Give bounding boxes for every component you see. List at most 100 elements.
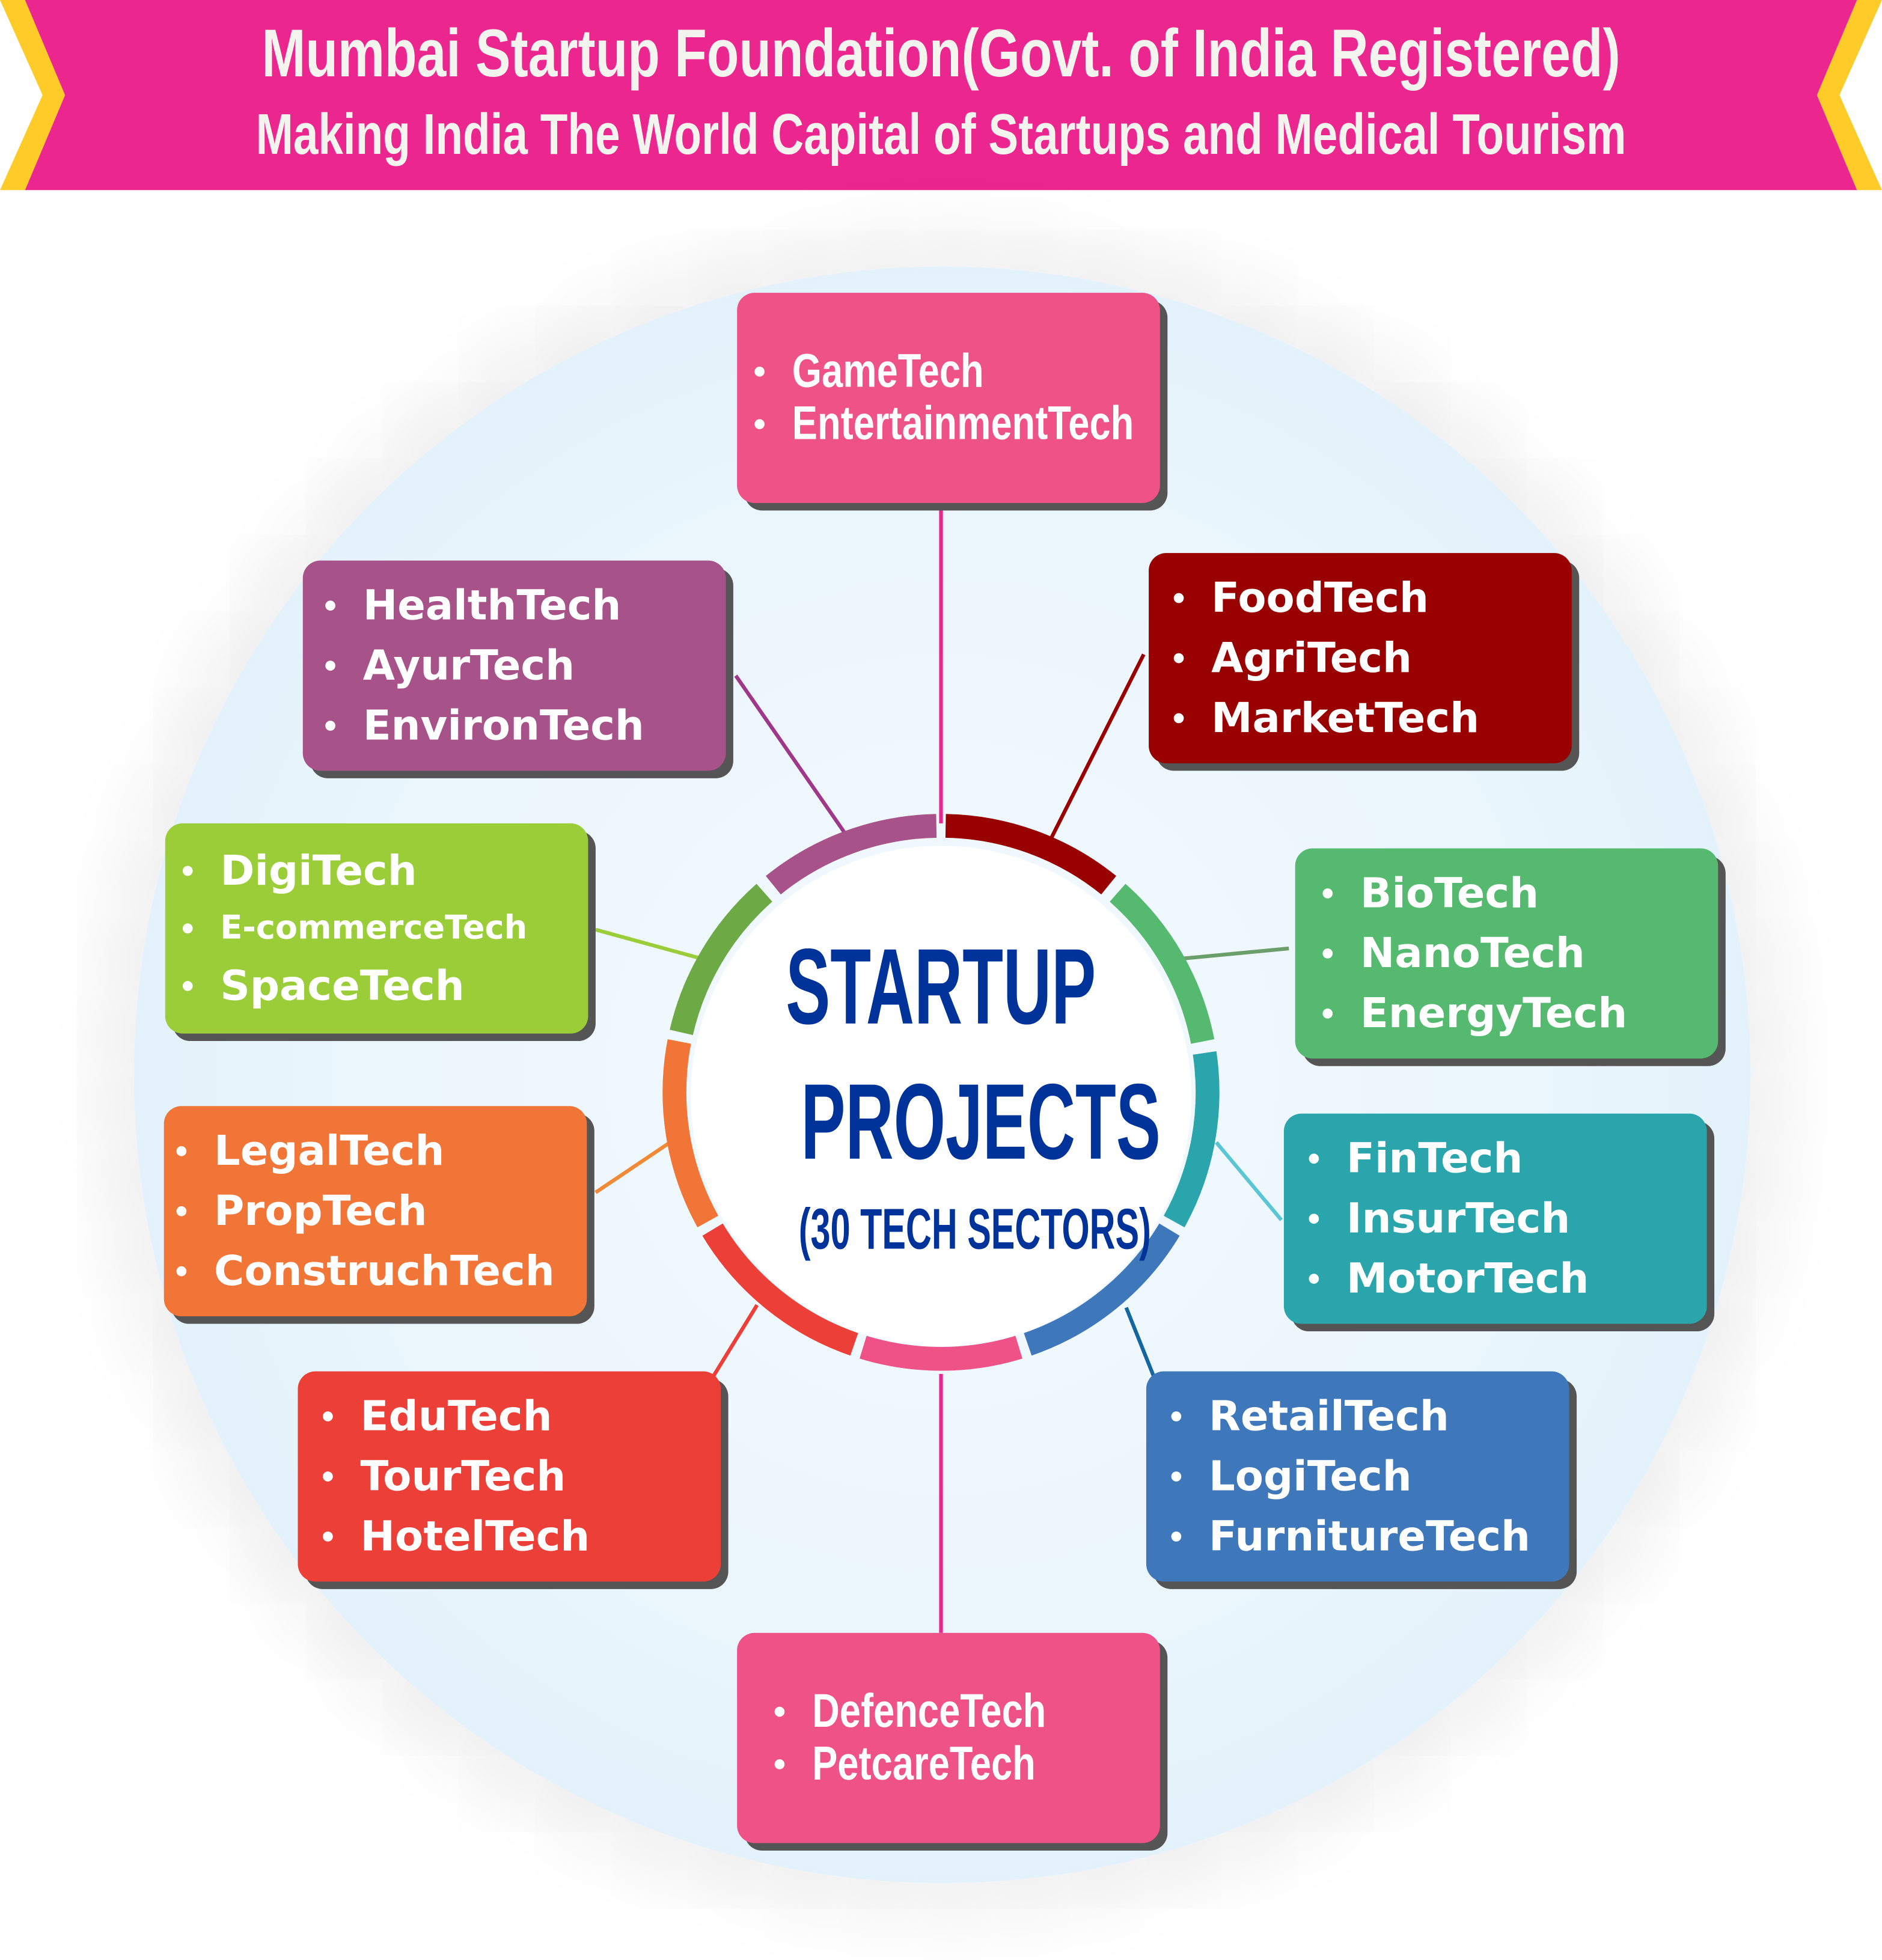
- sector-label: PetcareTech: [812, 1738, 1036, 1791]
- bullet-icon: [182, 981, 193, 991]
- banner-subtitle: Making India The World Capital of Startu…: [255, 101, 1627, 166]
- bullet-icon: [182, 923, 193, 934]
- bullet-icon: [323, 1471, 333, 1482]
- bullet-icon: [325, 661, 335, 671]
- header-banner: Mumbai Startup Foundation(Govt. of India…: [0, 0, 1882, 191]
- banner-title: Mumbai Startup Foundation(Govt. of India…: [261, 16, 1621, 91]
- connector-line: [1184, 946, 1289, 960]
- banner-ribbon: [0, 0, 1882, 191]
- ring-segment: [1110, 884, 1215, 1044]
- sector-item: MarketTech: [1173, 688, 1572, 748]
- sector-item: DigiTech: [182, 841, 588, 901]
- sector-label: EduTech: [360, 1391, 552, 1441]
- connector-line: [1124, 1307, 1156, 1378]
- sector-label: MotorTech: [1346, 1253, 1589, 1303]
- ring-segment: [1024, 1223, 1180, 1356]
- ring-segment: [670, 884, 772, 1036]
- sector-item: HotelTech: [323, 1506, 721, 1566]
- sector-item: E-commerceTech: [182, 901, 588, 956]
- center-circle: [691, 846, 1191, 1347]
- bullet-icon: [176, 1266, 187, 1277]
- sector-item: EduTech: [323, 1387, 721, 1447]
- bullet-icon: [176, 1146, 187, 1156]
- center-title-line1: STARTUP: [786, 927, 1096, 1048]
- sector-label: FurnitureTech: [1209, 1511, 1530, 1561]
- ring-segment: [1163, 1051, 1220, 1227]
- bullet-icon: [754, 366, 765, 377]
- connector-line: [734, 674, 848, 836]
- sector-label: LegalTech: [213, 1126, 445, 1175]
- sector-label: FinTech: [1346, 1134, 1523, 1183]
- bullet-icon: [182, 866, 193, 876]
- sector-label: EntertainmentTech: [792, 398, 1134, 451]
- sector-item: RetailTech: [1171, 1387, 1569, 1447]
- sector-label: TourTech: [360, 1451, 566, 1501]
- bullet-icon: [1322, 1008, 1333, 1019]
- sector-label: ConstruchTech: [213, 1246, 555, 1295]
- sector-label: AyurTech: [362, 640, 575, 690]
- sector-label: SpaceTech: [220, 960, 465, 1010]
- sector-item: PetcareTech: [774, 1738, 1160, 1791]
- bullet-icon: [774, 1759, 785, 1769]
- bullet-icon: [1173, 653, 1184, 664]
- sector-item: GameTech: [754, 346, 1160, 398]
- sector-item: EnvironTech: [325, 695, 726, 756]
- bullet-icon: [1322, 948, 1333, 959]
- bullet-icon: [1171, 1411, 1182, 1421]
- sector-label: LogiTech: [1209, 1451, 1412, 1501]
- sector-label: HealthTech: [362, 580, 622, 630]
- ring-segment: [766, 814, 937, 895]
- bullet-icon: [1309, 1153, 1319, 1164]
- sector-item: HealthTech: [325, 576, 726, 636]
- sector-item: LegalTech: [176, 1121, 587, 1181]
- sector-item: ConstruchTech: [176, 1241, 587, 1301]
- sector-item: DefenceTech: [774, 1685, 1160, 1738]
- sector-item: SpaceTech: [182, 956, 588, 1016]
- bullet-icon: [323, 1411, 333, 1421]
- bullet-icon: [1171, 1531, 1182, 1542]
- bullet-icon: [325, 600, 335, 611]
- ring-segment: [702, 1223, 858, 1356]
- connector-line: [595, 927, 701, 960]
- center-title-line2: PROJECTS: [801, 1062, 1161, 1183]
- sector-label: MarketTech: [1211, 693, 1480, 742]
- connector-line: [594, 1142, 670, 1194]
- center-subtitle: (30 TECH SECTORS): [798, 1196, 1151, 1262]
- sector-label: HotelTech: [360, 1511, 590, 1561]
- sector-label: GameTech: [792, 345, 984, 398]
- bullet-icon: [1171, 1471, 1182, 1482]
- bullet-icon: [325, 721, 335, 731]
- bullet-icon: [1322, 888, 1333, 899]
- ring-segment: [860, 1336, 1022, 1371]
- sector-label: BioTech: [1360, 868, 1539, 917]
- sector-label: RetailTech: [1209, 1391, 1449, 1441]
- bullet-icon: [754, 419, 765, 430]
- bullet-icon: [1173, 593, 1184, 603]
- connector-line: [1215, 1141, 1283, 1221]
- sector-item: TourTech: [323, 1447, 721, 1507]
- sector-item: BioTech: [1322, 863, 1718, 923]
- sector-item: EntertainmentTech: [754, 398, 1160, 450]
- sector-item: PropTech: [176, 1181, 587, 1241]
- sector-item: EnergyTech: [1322, 983, 1718, 1043]
- sector-item: FurnitureTech: [1171, 1506, 1569, 1566]
- sector-item: NanoTech: [1322, 923, 1718, 983]
- bullet-icon: [176, 1206, 187, 1217]
- connector-line: [711, 1304, 759, 1378]
- ring-segment: [662, 1039, 719, 1227]
- sector-label: PropTech: [213, 1186, 427, 1235]
- bullet-icon: [774, 1706, 785, 1717]
- sector-label: EnergyTech: [1360, 988, 1628, 1037]
- ring-segment: [945, 814, 1117, 895]
- sector-item: AyurTech: [325, 636, 726, 696]
- bullet-icon: [1173, 713, 1184, 724]
- sector-item: FinTech: [1309, 1129, 1707, 1189]
- sector-label: DigiTech: [220, 846, 417, 895]
